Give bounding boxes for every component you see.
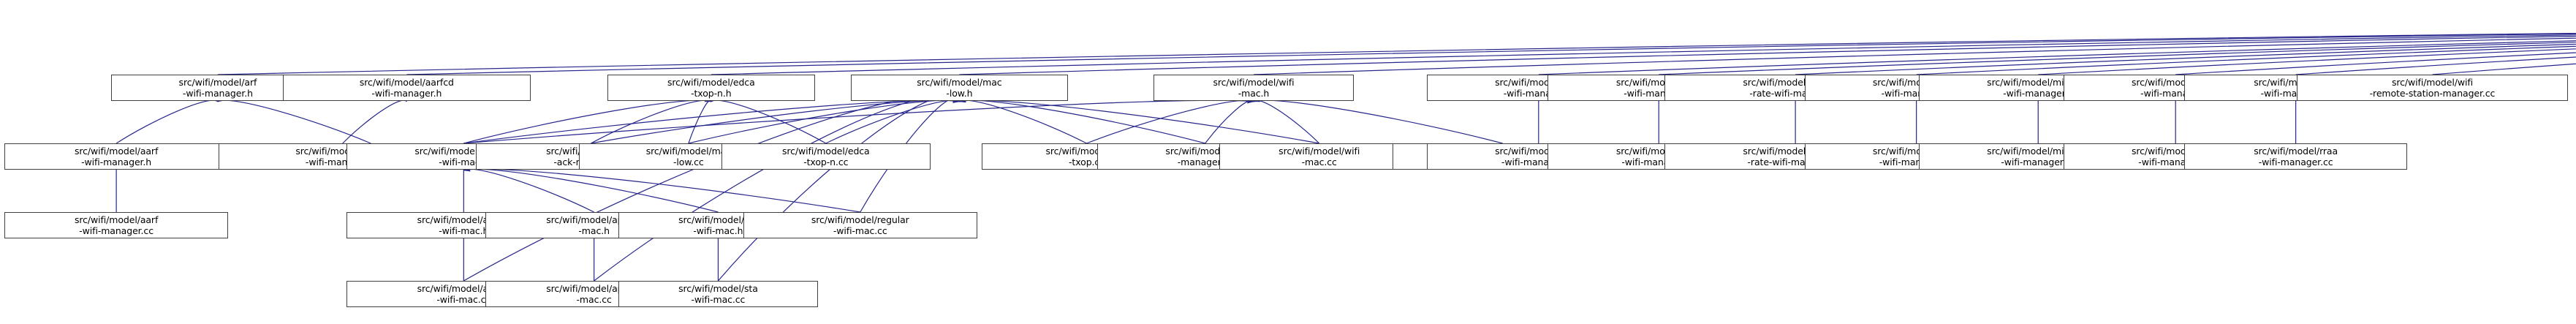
graph-node-label: src/wifi/model/ap-wifi -mac.cc <box>546 283 643 305</box>
graph-node-wifi_mac_h[interactable]: src/wifi/model/wifi -mac.h <box>1153 75 1354 101</box>
graph-edge-ideal_h-to-root <box>1916 45 2576 75</box>
graph-edge-regular_wifi_mac_cc-to-regular_wifi_mac_h <box>463 166 860 213</box>
graph-edge-regular_wifi_mac_h-to-mac_low_h <box>463 97 960 144</box>
graph-node-edca_txop_n_h[interactable]: src/wifi/model/edca -txop-n.h <box>607 75 815 101</box>
graph-node-mac_low_h[interactable]: src/wifi/model/mac -low.h <box>850 75 1068 101</box>
graph-edge-cara_h-to-root <box>1659 42 2576 75</box>
graph-edge-edca_txop_n_cc-to-mac_low_h <box>825 96 960 144</box>
graph-edge-aarfcd_h-to-root <box>406 33 2576 75</box>
graph-edge-onoe_h-to-root <box>2175 52 2576 75</box>
graph-edge-constant_rate_h-to-root <box>1795 43 2576 75</box>
graph-edge-mac_low_h-to-root <box>959 35 2576 75</box>
graph-node-label: src/wifi/model/wifi -mac.h <box>1213 77 1295 99</box>
graph-edge-wifi_mac_cc-to-wifi_mac_h <box>1253 95 1320 144</box>
graph-edge-regular_wifi_mac_h-to-edca_txop_n_h <box>463 97 712 144</box>
graph-edge-mac_low_cc-to-edca_txop_n_h <box>688 94 713 144</box>
graph-edge-amrr_h-to-root <box>1538 40 2576 75</box>
graph-node-label: src/wifi/model/rraa -wifi-manager.cc <box>2254 146 2338 167</box>
graph-edge-edca_txop_n_cc-to-edca_txop_n_h <box>711 95 827 144</box>
graph-node-label: src/wifi/model/mac -low.h <box>917 77 1002 99</box>
graph-node-label: src/wifi/model/regular -wifi-mac.cc <box>811 214 909 236</box>
graph-edge-dcf_manager_cc-to-mac_low_h <box>958 97 1205 144</box>
graph-node-wifi_mac_cc[interactable]: src/wifi/model/wifi -mac.cc <box>1219 143 1420 170</box>
graph-node-sta_wifi_mac_cc[interactable]: src/wifi/model/sta -wifi-mac.cc <box>618 281 819 307</box>
graph-edge-sta_wifi_mac_h-to-regular_wifi_mac_h <box>463 165 719 213</box>
graph-edge-ap_wifi_mac_cc-to-mac_low_h <box>594 95 960 282</box>
graph-node-label: src/wifi/model/wifi -mac.cc <box>1278 146 1360 167</box>
graph-edge-dca_txop_cc-to-wifi_mac_h <box>1086 96 1254 144</box>
graph-edge-arf_h-to-root <box>217 32 2576 75</box>
graph-edge-aarfcd_cc-to-aarfcd_h <box>342 95 407 144</box>
graph-node-label: src/wifi/model/aarfcd -wifi-manager.h <box>359 77 454 99</box>
graph-edge-edca_txop_n_h-to-root <box>711 34 2576 75</box>
graph-edge-sta_wifi_mac_cc-to-mac_low_h <box>717 94 960 282</box>
graph-edge-arf_cc-to-arf_h <box>217 96 371 144</box>
graph-node-label: src/wifi/model/aarf -wifi-manager.h <box>74 146 159 167</box>
graph-edge-wifi_net_device_cc-to-wifi_mac_h <box>1253 97 1503 144</box>
graph-node-label: src/wifi/model/minstrel -wifi-manager.cc <box>1987 146 2090 167</box>
graph-edge-block_ack_cc-to-mac_low_h <box>591 97 960 144</box>
graph-edge-rsm_cc-to-root <box>2432 63 2576 75</box>
graph-node-rsm_cc[interactable]: src/wifi/model/wifi -remote-station-mana… <box>2296 75 2569 101</box>
graph-edge-block_ack_cc-to-edca_txop_n_h <box>591 96 712 144</box>
graph-node-rraa_cc[interactable]: src/wifi/model/rraa -wifi-manager.cc <box>2183 143 2408 170</box>
graph-edge-regular_wifi_mac_h-to-wifi_mac_h <box>463 98 1254 144</box>
graph-edge-adhoc_wifi_mac_cc-to-mac_low_h <box>463 95 960 282</box>
graph-node-label: src/wifi/model/aarf -wifi-manager.cc <box>74 214 159 236</box>
graph-node-label: src/wifi/model/arf -wifi-manager.h <box>178 77 257 99</box>
graph-node-label: src/wifi/model/minstrel -wifi-manager.h <box>1987 77 2090 99</box>
graph-node-label: src/wifi/model/edca -txop-n.h <box>667 77 755 99</box>
graph-edge-minstrel_h-to-root <box>2038 48 2576 75</box>
graph-node-aarf_cc[interactable]: src/wifi/model/aarf -wifi-manager.cc <box>4 212 228 238</box>
graph-edge-mac_low_cc-to-mac_low_h <box>688 97 960 144</box>
graph-node-aarfcd_h[interactable]: src/wifi/model/aarfcd -wifi-manager.h <box>282 75 531 101</box>
graph-edge-wifi_mac_cc-to-mac_low_h <box>958 97 1319 144</box>
graph-edge-dca_txop_cc-to-mac_low_h <box>959 96 1087 144</box>
graph-edge-rraa_h-to-root <box>2295 56 2576 75</box>
graph-node-label: src/wifi/model/sta -wifi-mac.cc <box>678 283 758 305</box>
graph-node-aarf_h[interactable]: src/wifi/model/aarf -wifi-manager.h <box>4 143 228 170</box>
graph-node-edca_txop_n_cc[interactable]: src/wifi/model/edca -txop-n.cc <box>721 143 931 170</box>
graph-edge-dcf_manager_cc-to-wifi_mac_h <box>1205 94 1254 144</box>
graph-edge-aarf_h-to-arf_h <box>115 95 219 144</box>
graph-edge-wifi_mac_h-to-root <box>1253 37 2576 75</box>
graph-node-label: src/wifi/model/edca -txop-n.cc <box>781 146 870 167</box>
graph-edge-ap_wifi_mac_h-to-regular_wifi_mac_h <box>463 165 594 213</box>
graph-node-regular_wifi_mac_cc[interactable]: src/wifi/model/regular -wifi-mac.cc <box>743 212 977 238</box>
graph-node-label: src/wifi/model/wifi -remote-station-mana… <box>2369 77 2496 99</box>
